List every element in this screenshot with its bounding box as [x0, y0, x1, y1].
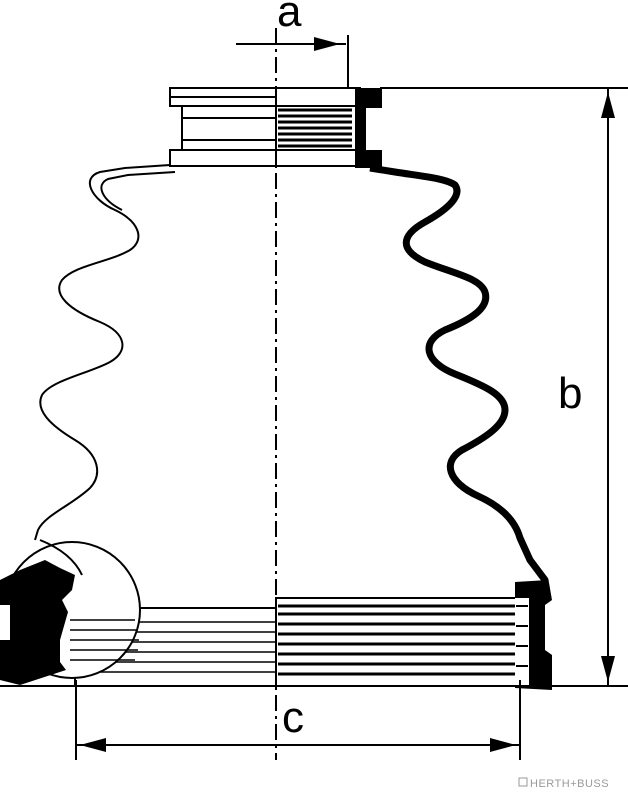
dimension-b-label: b [558, 369, 582, 418]
large-end-collar [74, 580, 552, 690]
brand-text: HERTH+BUSS [530, 778, 609, 790]
boot-left-outline [34, 164, 176, 541]
small-end-section [275, 87, 382, 168]
boot-right-section [369, 164, 552, 599]
detail-circle [0, 539, 141, 685]
dimension-c: c [75, 680, 521, 760]
dimension-b: b [380, 87, 628, 686]
small-end-collar [169, 87, 277, 167]
dimension-c-label: c [282, 693, 304, 742]
dimension-a-label: a [277, 0, 302, 36]
dimension-a: a [236, 0, 349, 88]
brand-watermark: HERTH+BUSS [518, 777, 609, 790]
